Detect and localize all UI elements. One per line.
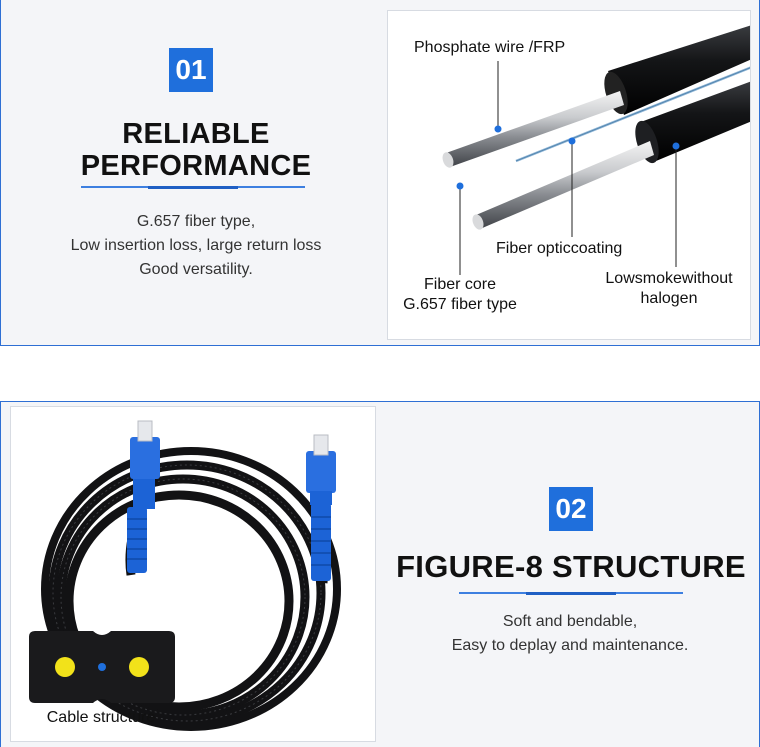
callout-fiber-core-line2: G.657 fiber type xyxy=(403,296,517,313)
description-line: Low insertion loss, large return loss xyxy=(70,237,322,254)
callout-lowsmoke: Lowsmokewithout halogen xyxy=(594,269,744,309)
feature-panel-reliable: 01 RELIABLE PERFORMANCE G.657 fiber type… xyxy=(0,0,760,346)
cable-diagram-illustration xyxy=(442,25,750,275)
callout-leader-lines xyxy=(459,61,677,275)
cable-structure-cross-section xyxy=(29,631,175,703)
description-line: Good versatility. xyxy=(139,261,253,278)
callout-lowsmoke-line1: Lowsmokewithout xyxy=(605,270,733,287)
section-title: RELIABLE PERFORMANCE xyxy=(41,118,351,182)
callout-fiber-core: Fiber core G.657 fiber type xyxy=(390,275,530,315)
callout-fiber-core-line1: Fiber core xyxy=(423,276,497,293)
cable-structure-label: Cable structure xyxy=(46,709,156,726)
section-number-badge: 01 xyxy=(169,48,213,92)
cable-cross-section-photo: Phosphate wire /FRP Fiber opticcoating F… xyxy=(387,10,751,340)
description-line: G.657 fiber type, xyxy=(136,213,256,230)
section-title-line1: RELIABLE xyxy=(122,118,270,150)
section-description: G.657 fiber type, Low insertion loss, la… xyxy=(21,210,371,282)
section-title-line2: PERFORMANCE xyxy=(80,150,312,182)
section-description: Soft and bendable, Easy to deplay and ma… xyxy=(395,610,745,658)
lower-steel-wire xyxy=(472,141,654,230)
description-line: Soft and bendable, xyxy=(502,613,638,630)
upper-steel-wire xyxy=(442,91,624,168)
section-title: FIGURE-8 STRUCTURE xyxy=(396,549,746,584)
title-underline xyxy=(459,592,683,594)
steel-core-left-icon xyxy=(55,657,75,677)
description-line: Easy to deplay and maintenance. xyxy=(451,637,689,654)
callout-dots xyxy=(456,125,680,190)
callout-lowsmoke-line2: halogen xyxy=(640,290,698,307)
fiber-core-icon xyxy=(98,663,106,671)
coiled-drop-cable-illustration xyxy=(41,420,341,731)
section-number-badge: 02 xyxy=(549,487,593,531)
sc-connector-left xyxy=(127,420,160,573)
title-underline xyxy=(81,186,305,188)
callout-fiber-coating: Fiber opticcoating xyxy=(496,240,623,257)
callout-phosphate-wire: Phosphate wire /FRP xyxy=(414,39,566,56)
sc-connector-right xyxy=(306,434,336,581)
coiled-cable-photo: Cable structure xyxy=(10,406,376,742)
steel-core-right-icon xyxy=(129,657,149,677)
